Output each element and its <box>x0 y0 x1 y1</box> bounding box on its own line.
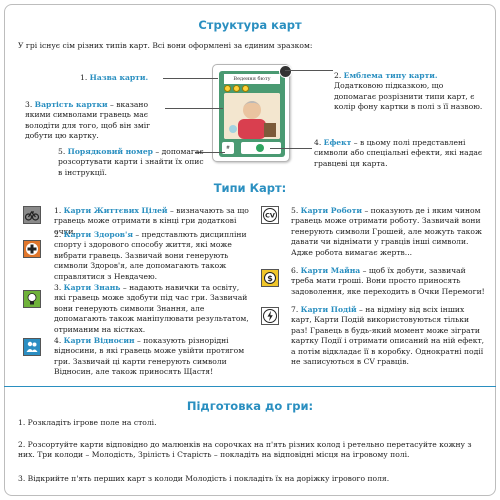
card-emblem-icon <box>279 65 292 78</box>
cv-icon: CV <box>261 206 279 224</box>
card-cost-icons <box>224 85 280 93</box>
leader-name <box>163 78 218 79</box>
structure-intro: У грі існує сім різних типів карт. Всі в… <box>18 41 313 50</box>
leader-cost <box>165 108 223 109</box>
card-name-field: Ведення бюту <box>224 74 280 84</box>
people-icon <box>23 338 41 356</box>
leader-number <box>195 152 225 153</box>
type-item-work: 5. Карти Роботи – показують де і яким чи… <box>291 206 482 257</box>
lightning-icon <box>261 307 279 325</box>
structure-title: Структура карт <box>198 18 302 32</box>
card-face: Ведення бюту # <box>219 65 292 157</box>
type-item-property: 6. Карти Майна – щоб їх добути, зазвичай… <box>291 266 485 296</box>
leader-effect <box>270 148 312 149</box>
card-effect-field <box>241 142 281 154</box>
setup-title: Підготовка до гри: <box>186 399 314 413</box>
leader-emblem <box>285 70 333 71</box>
coins-icon: $ <box>261 269 279 287</box>
setup-step-1: 1. Розкладіть ігрове поле на столі. <box>18 418 157 427</box>
type-item-life-goals: 1. Карти Життєвих Цілей – визначають за … <box>54 206 249 236</box>
sample-card: Ведення бюту # <box>212 64 292 162</box>
type-item-events: 7. Карти Подій – на відміну від всіх інш… <box>291 305 485 367</box>
type-item-knowledge: 3. Карти Знань – надають навички та осві… <box>54 283 249 334</box>
card-number-field: # <box>222 142 234 154</box>
types-title: Типи Карт: <box>213 181 287 195</box>
label-card-emblem: 2. Емблема типу карти. Додатковою підказ… <box>334 71 483 112</box>
label-card-effect: 4. Ефект – в цьому полі представлені сим… <box>314 138 483 168</box>
label-card-number: 5. Порядковий номер – допомагає розсорту… <box>58 147 204 177</box>
health-cross-icon <box>23 240 41 258</box>
type-item-health: 2. Карти Здоров'я – представлють дисципл… <box>54 230 247 281</box>
svg-text:CV: CV <box>265 212 275 220</box>
type-item-relationships: 4. Карти Відносин – показують різнорідні… <box>54 336 245 377</box>
svg-text:$: $ <box>267 274 273 283</box>
lightbulb-icon <box>23 290 41 308</box>
bicycle-icon <box>23 206 41 224</box>
label-card-name: 1. Назва карти. <box>80 73 149 82</box>
label-card-cost: 3. Вартість картки – вказано якими симво… <box>25 100 151 141</box>
setup-step-3: 3. Відкрийте п'ять перших карт з колоди … <box>18 474 390 483</box>
setup-step-2: 2. Розсортуйте карти відповідно до малюн… <box>18 440 472 460</box>
page-frame <box>4 4 496 496</box>
card-illustration <box>224 93 280 139</box>
section-divider <box>4 386 496 387</box>
